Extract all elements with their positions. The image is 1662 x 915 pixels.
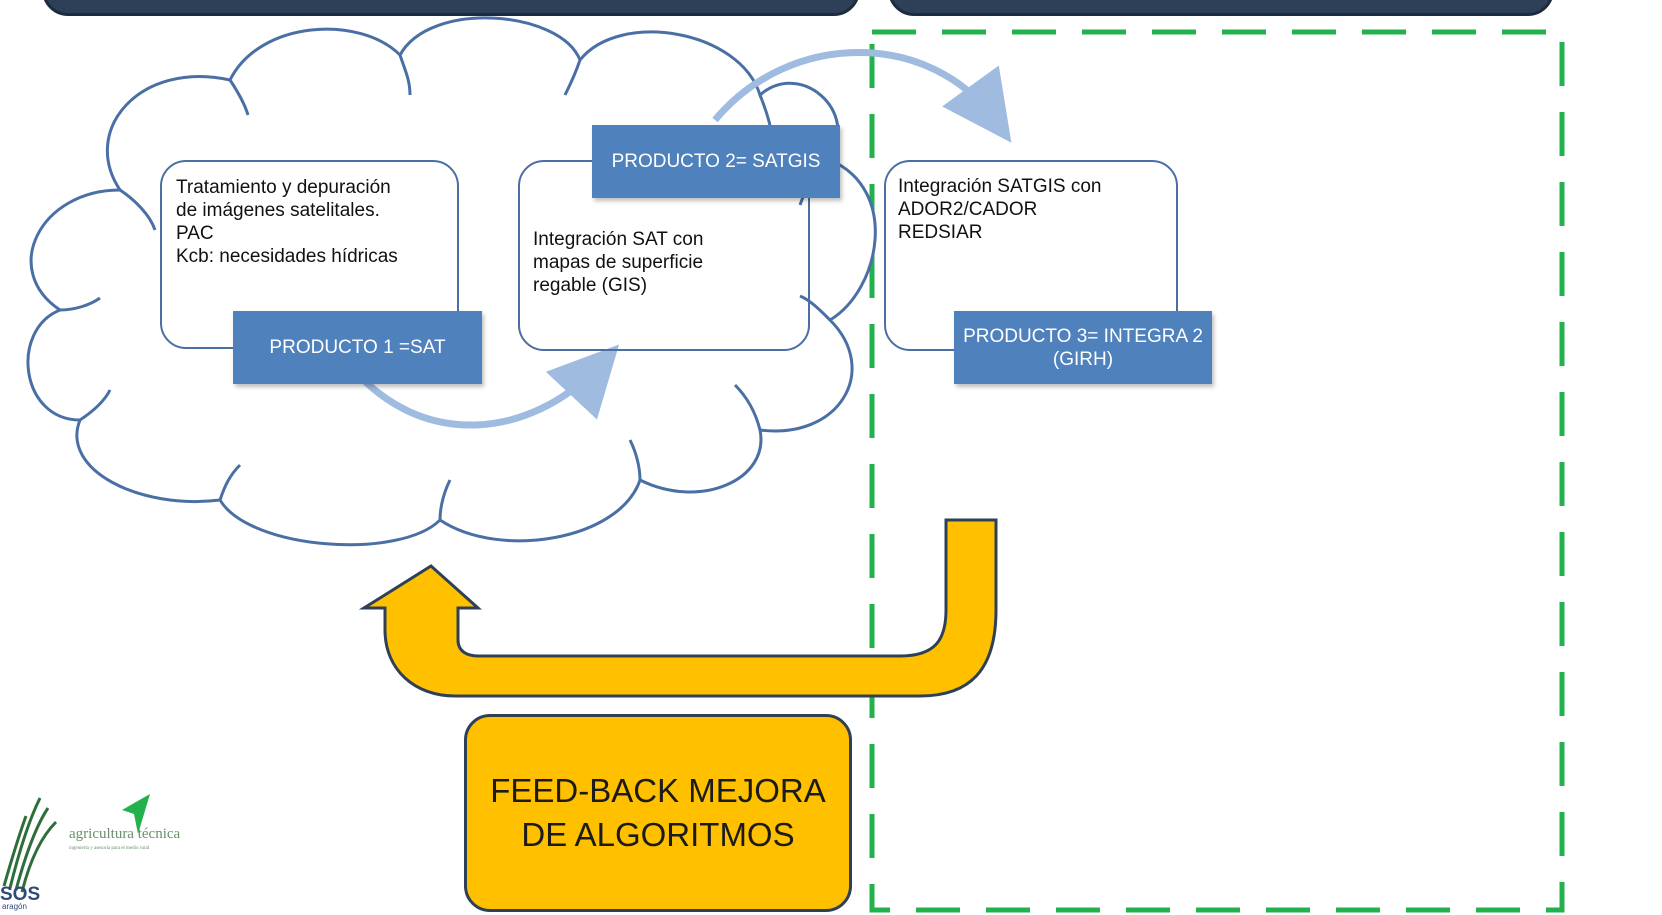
cloud-lobe <box>438 479 452 521</box>
cloud-lobe <box>218 463 242 501</box>
cloud-lobe <box>799 294 832 322</box>
agricultura-tecnica-logo-icon <box>122 794 150 834</box>
product-3-box: PRODUCTO 3= INTEGRA 2 (GIRH) <box>954 311 1212 384</box>
logo-left-text: SOS <box>0 884 41 905</box>
cloud-lobe <box>79 389 112 422</box>
logo-right-text: agricultura técnica <box>69 826 181 842</box>
cloud-lobe <box>628 439 642 481</box>
cloud-lobe <box>59 296 101 312</box>
product-3-label: PRODUCTO 3= INTEGRA 2 (GIRH) <box>963 325 1203 370</box>
product-1-label: PRODUCTO 1 =SAT <box>269 337 446 358</box>
product-2-label: PRODUCTO 2= SATGIS <box>611 151 821 172</box>
stage-text-3: Integración SATGIS con ADOR2/CADOR REDSI… <box>898 176 1102 243</box>
dashed-region <box>869 29 1565 913</box>
logo-right-sub: ingeniería y asesoría para el medio rura… <box>69 846 150 851</box>
stage-text-2: Integración SAT con mapas de superficie … <box>533 229 704 296</box>
feedback-line-2: DE ALGORITMOS <box>521 816 795 853</box>
logo-left-sub: aragón <box>2 902 27 911</box>
feedback-arrow <box>358 518 998 698</box>
arrow-product2-to-stage3 <box>712 49 1012 143</box>
cloud-lobe <box>119 188 157 231</box>
cloud-lobe <box>398 54 412 96</box>
feedback-line-1: FEED-BACK MEJORA <box>490 772 826 809</box>
product-2-box: PRODUCTO 2= SATGIS <box>592 125 840 198</box>
cloud-lobe <box>563 59 582 96</box>
arrow-product1-to-stage2 <box>347 344 620 429</box>
cloud-lobe <box>228 79 250 116</box>
leaf-logo-icon <box>2 797 58 893</box>
cloud-lobe <box>733 383 762 431</box>
feedback-box: FEED-BACK MEJORA DE ALGORITMOS <box>464 714 852 912</box>
stage-text-1: Tratamiento y depuración de imágenes sat… <box>176 177 398 267</box>
product-1-box: PRODUCTO 1 =SAT <box>233 311 482 384</box>
